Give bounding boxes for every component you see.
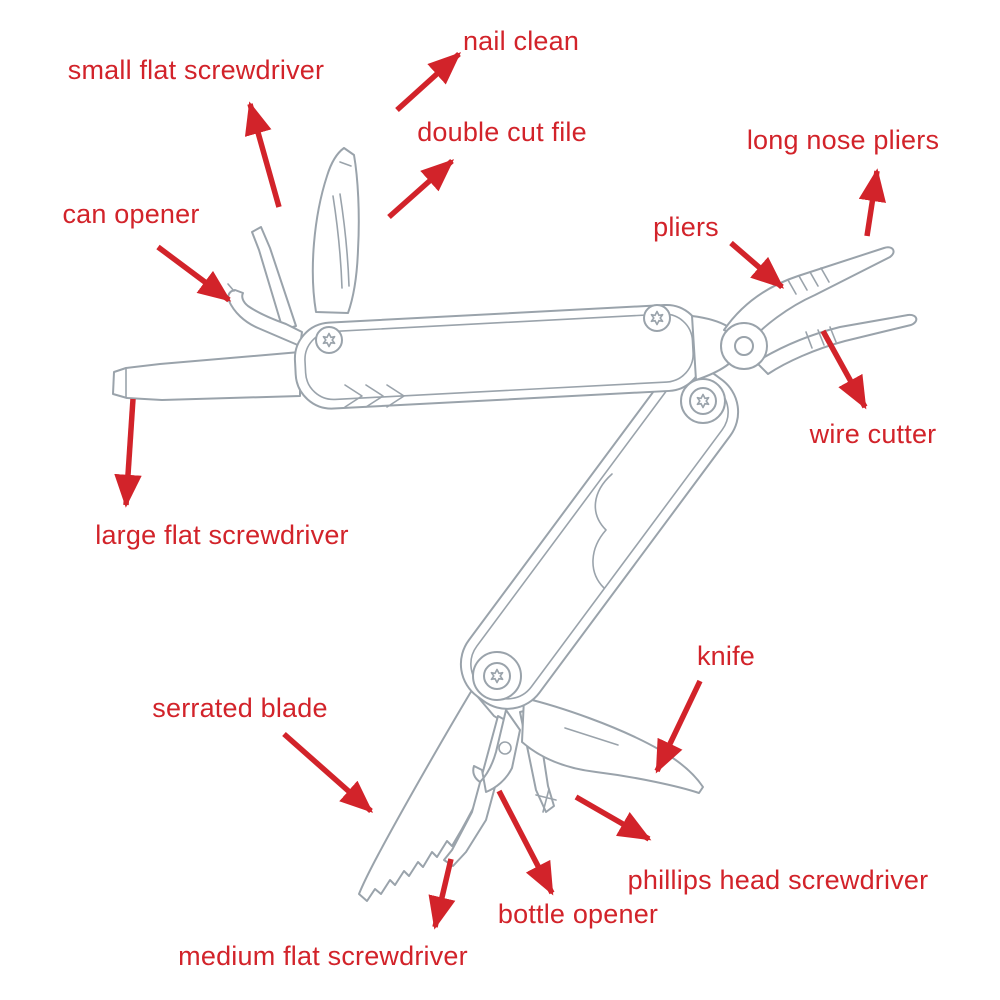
large-flat-screwdriver-tool [112,351,301,401]
pliers-lower-jaw [755,313,918,375]
torx-screw-upper-joint [689,387,717,415]
arrow-can-opener [156,244,232,303]
bottle-opener-tool [472,709,521,793]
arrow-wire-cutter [820,329,868,410]
annotation-arrows [114,51,886,930]
knife-tool [521,697,704,794]
label-medium-flat-screwdriver: medium flat screwdriver [178,941,468,971]
arrow-pliers [729,240,785,290]
arrow-double-cut-file [387,158,455,220]
arrow-long-nose-pliers [858,168,886,237]
handle-chevron-2 [365,384,384,408]
label-can-opener: can opener [62,199,200,229]
pliers-upper-jaw [723,246,895,343]
pliers-upper-grip-lines [787,267,830,295]
handle-chevron-1 [344,384,363,408]
label-serrated-blade: serrated blade [152,693,328,723]
label-double-cut-file: double cut file [417,117,587,147]
torx-screw-handle-right [643,304,671,332]
arrow-nail-clean [395,51,462,113]
arrow-small-flat-screwdriver [244,101,282,208]
pliers-lower-grip-lines [805,326,837,349]
label-long-nose-pliers: long nose pliers [746,125,940,155]
knife-nail-nick [564,727,619,746]
nail-clean-tip-line [339,161,352,167]
lower-handle-wave-line [592,473,613,589]
arrow-medium-flat-screwdriver [428,858,456,930]
label-knife: knife [696,641,756,671]
handle-chevron-3 [386,384,405,408]
arrow-serrated-blade [282,731,374,814]
arrow-knife [654,679,703,774]
double-cut-file-tool [311,147,360,314]
label-pliers: pliers [653,212,719,242]
phillips-cross-line-2 [542,788,550,813]
upper-handle-inner-plate [304,313,694,401]
label-wire-cutter: wire cutter [809,419,937,449]
label-nail-clean: nail clean [462,26,580,56]
pliers-pivot-hole [734,336,754,356]
file-slot-line [332,195,343,289]
arrow-large-flat-screwdriver [114,398,142,508]
label-large-flat-screwdriver: large flat screwdriver [95,520,349,550]
can-opener-spur-line [227,283,235,292]
arrow-bottle-opener [496,789,555,896]
bottle-opener-hole [498,741,512,755]
torx-screw-handle-left [315,326,343,354]
can-opener-tool [227,289,303,347]
label-phillips-head-screwdriver: phillips head screwdriver [627,865,929,895]
multitool-illustration [112,147,918,902]
arrow-phillips-head-screwdriver [574,794,652,842]
label-small-flat-screwdriver: small flat screwdriver [67,55,325,85]
file-slot-line-2 [339,193,350,287]
label-bottle-opener: bottle opener [497,899,659,929]
torx-screw-lower-joint [483,662,511,690]
